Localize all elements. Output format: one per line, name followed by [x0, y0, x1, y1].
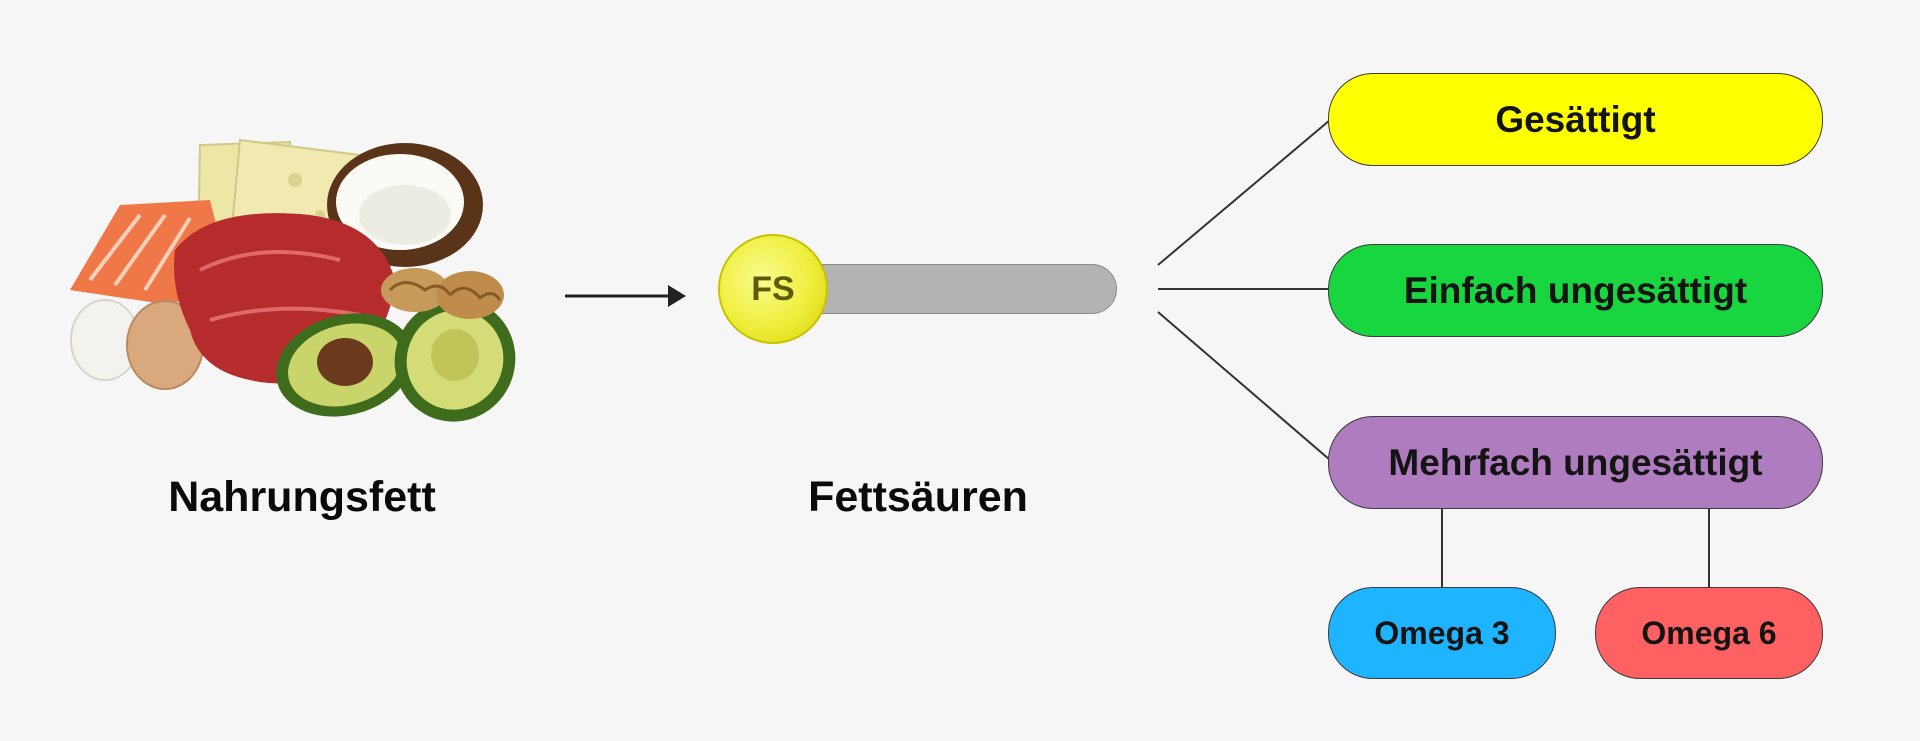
- polyunsaturated-pill: Mehrfach ungesättigt: [1328, 416, 1823, 509]
- food-caption: Nahrungsfett: [168, 473, 436, 521]
- fatty-acid-molecule-icon: FS: [718, 234, 828, 344]
- omega6-label: Omega 6: [1641, 614, 1777, 651]
- omega6-pill: Omega 6: [1595, 587, 1823, 679]
- arrow-head: [668, 285, 686, 307]
- branch-line-poly: [1157, 311, 1331, 461]
- saturated-pill: Gesättigt: [1328, 73, 1823, 166]
- monounsaturated-label: Einfach ungesättigt: [1403, 269, 1748, 311]
- fatty-acids-caption: Fettsäuren: [808, 473, 1028, 521]
- omega3-label: Omega 3: [1374, 614, 1510, 651]
- polyunsaturated-label: Mehrfach ungesättigt: [1388, 441, 1763, 483]
- monounsaturated-pill: Einfach ungesättigt: [1328, 244, 1823, 337]
- branch-line-saturated: [1157, 119, 1331, 266]
- dietary-fat-foods-illustration: [70, 138, 516, 422]
- fatty-acid-chain: [790, 264, 1117, 314]
- saturated-label: Gesättigt: [1495, 98, 1656, 140]
- molecule-label: FS: [751, 269, 795, 308]
- omega3-pill: Omega 3: [1328, 587, 1556, 679]
